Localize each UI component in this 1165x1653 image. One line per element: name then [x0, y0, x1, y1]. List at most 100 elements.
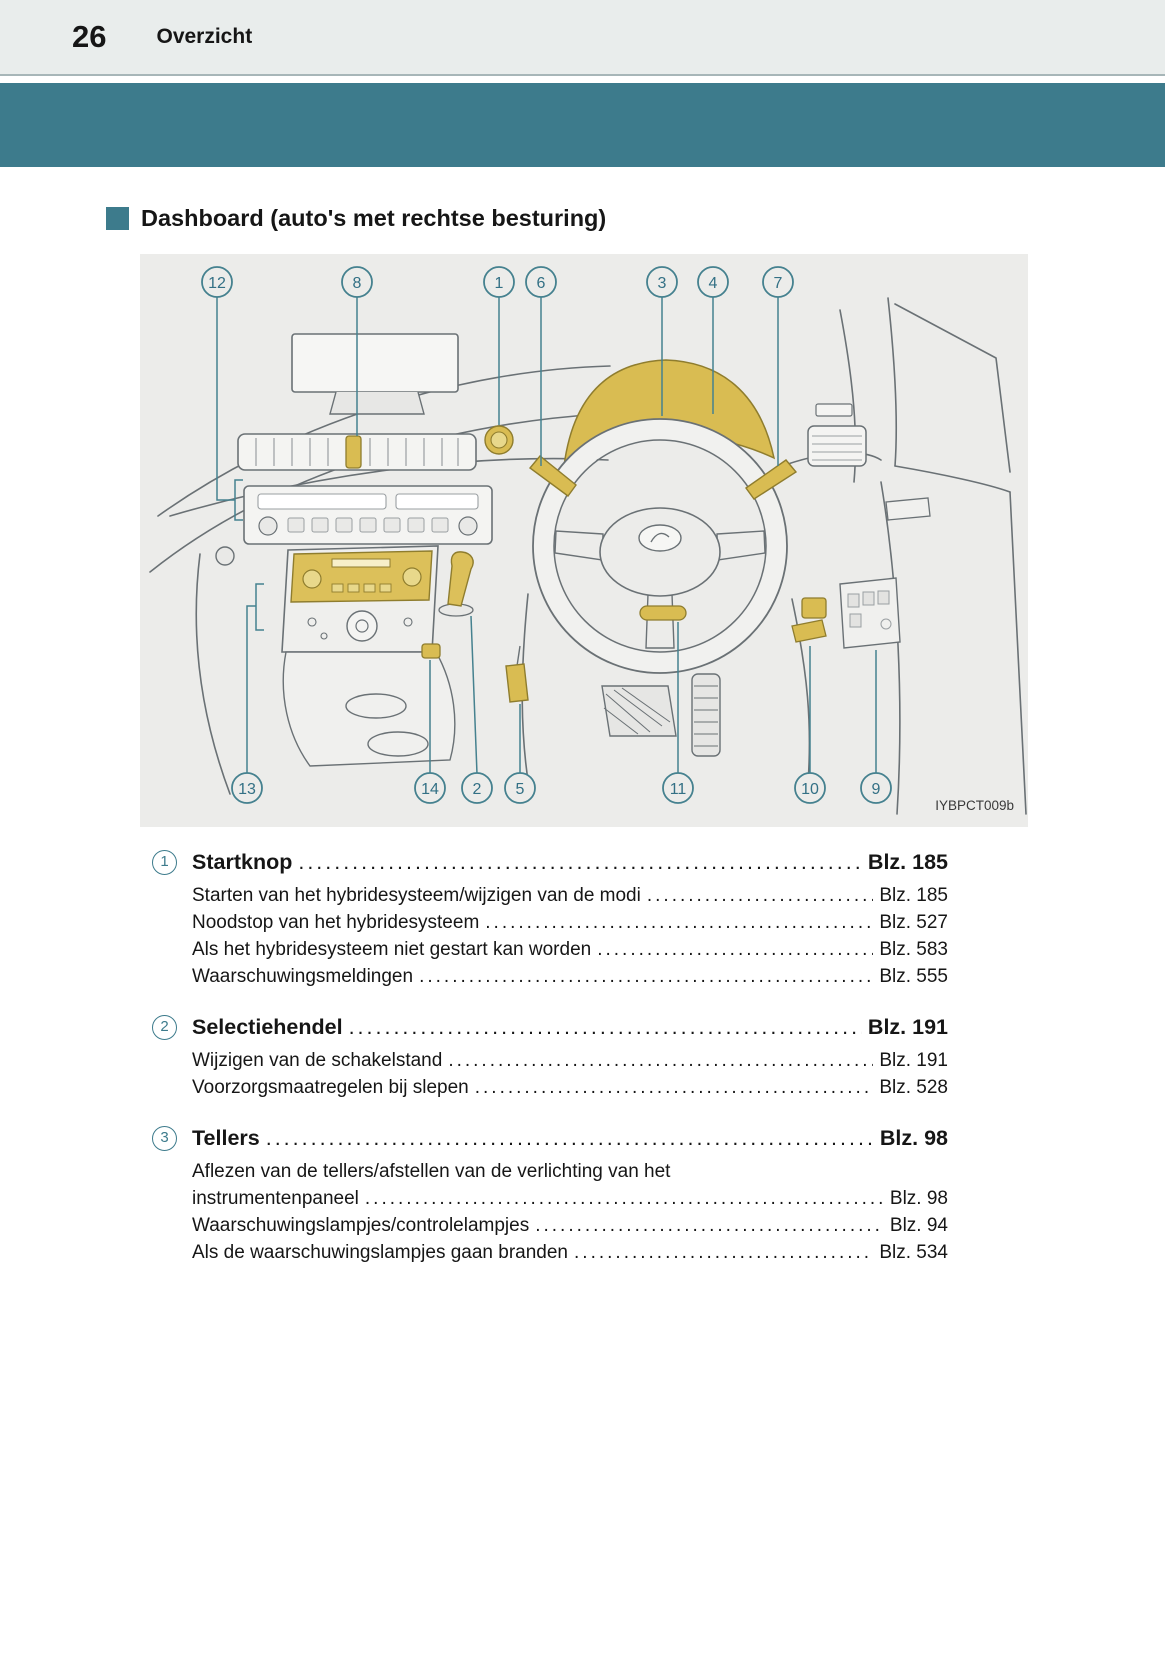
callout-leader-lines — [216, 294, 877, 775]
subentry-page-reference: Blz. 94 — [889, 1215, 948, 1236]
chapter-color-band — [0, 83, 1165, 167]
audio-unit-highlight — [290, 550, 433, 603]
subentry-page-reference: Blz. 534 — [879, 1242, 948, 1263]
callout-8: 8 — [353, 275, 362, 292]
subentry-row: Als het hybridesysteem niet gestart kan … — [192, 936, 948, 963]
subentry-page-reference: Blz. 527 — [879, 912, 948, 933]
dot-leader — [448, 1047, 873, 1074]
steering-wheel — [532, 418, 788, 674]
subentry-page-reference: Blz. 555 — [879, 966, 948, 987]
subentry-page-reference: Blz. 191 — [879, 1050, 948, 1071]
figure-index: 1 Startknop Blz. 185 Starten van het hyb… — [152, 847, 948, 1266]
brand-emblem-icon — [638, 524, 682, 552]
entry-number-badge: 2 — [152, 1014, 177, 1040]
subentry-row: Waarschuwingsmeldingen Blz. 555 — [192, 963, 948, 990]
entry-title: Selectiehendel — [192, 1015, 343, 1039]
subentry-text: Waarschuwingsmeldingen — [192, 966, 414, 987]
section-heading: Dashboard (auto's met rechtse besturing) — [106, 205, 1165, 232]
subentry-text-wrap-line: Aflezen van de tellers/afstellen van de … — [192, 1161, 671, 1182]
callout-9: 9 — [872, 781, 881, 798]
callout-10: 10 — [801, 781, 819, 798]
subentry-row: Wijzigen van de schakelstand Blz. 191 — [192, 1047, 948, 1074]
column-switch-highlight — [639, 605, 687, 621]
parking-brake-highlight — [505, 645, 529, 703]
entry-page-reference: Blz. 191 — [867, 1015, 948, 1039]
right-stalk-highlight — [745, 459, 798, 500]
dot-leader — [574, 1239, 873, 1266]
callout-12: 12 — [208, 275, 226, 292]
dot-leader — [419, 963, 873, 990]
climate-control-panel — [243, 485, 493, 545]
mirror-switch-highlight — [801, 597, 827, 619]
entry-main-row: 3 Tellers Blz. 98 — [152, 1123, 948, 1153]
chapter-title: Overzicht — [156, 25, 253, 48]
callout-4: 4 — [709, 275, 718, 292]
entry-page-reference: Blz. 185 — [867, 850, 948, 874]
callout-11: 11 — [670, 781, 687, 798]
multimedia-display — [291, 333, 459, 415]
dashboard-figure: 12 8 1 6 3 4 7 13 14 2 5 11 10 9 IYBPCT0… — [140, 254, 1028, 827]
page-number: 26 — [72, 19, 107, 54]
subentries: Wijzigen van de schakelstand Blz. 191 Vo… — [192, 1047, 948, 1101]
subentry-row: instrumentenpaneel Blz. 98 — [192, 1185, 948, 1212]
subentry-page-reference: Blz. 528 — [879, 1077, 948, 1098]
subentry-text: Voorzorgsmaatregelen bij slepen — [192, 1077, 469, 1098]
entry-title: Tellers — [192, 1126, 260, 1150]
gear-shift-lever — [438, 551, 474, 617]
door-handle — [885, 497, 931, 521]
dot-leader — [475, 1074, 874, 1101]
window-switch-panel — [839, 577, 901, 649]
subentry-text: instrumentenpaneel — [192, 1188, 359, 1209]
subentry-page-reference: Blz. 98 — [889, 1188, 948, 1209]
pedals — [601, 673, 721, 757]
subentries: Starten van het hybridesysteem/wijzigen … — [192, 882, 948, 990]
entry-main-row: 1 Startknop Blz. 185 — [152, 847, 948, 877]
callout-14: 14 — [421, 781, 439, 798]
subentry-page-reference: Blz. 583 — [879, 939, 948, 960]
entry-title: Startknop — [192, 850, 293, 874]
lower-console — [215, 546, 456, 767]
subentry-row: Voorzorgsmaatregelen bij slepen Blz. 528 — [192, 1074, 948, 1101]
dot-leader — [597, 936, 873, 963]
dot-leader — [349, 1012, 862, 1042]
callout-1: 1 — [495, 275, 504, 292]
subentry-row: Waarschuwingslampjes/controlelampjes Blz… — [192, 1212, 948, 1239]
callout-13: 13 — [238, 781, 256, 798]
callout-2: 2 — [473, 781, 482, 798]
figure-caption: IYBPCT009b — [935, 798, 1014, 813]
section-bullet-icon — [106, 207, 129, 230]
dot-leader — [365, 1185, 884, 1212]
subentry-row: Starten van het hybridesysteem/wijzigen … — [192, 882, 948, 909]
entry-number-badge: 1 — [152, 849, 177, 875]
console-button-highlight — [421, 643, 441, 659]
center-air-vents — [237, 433, 477, 471]
dot-leader — [535, 1212, 884, 1239]
dashboard-illustration: 12 8 1 6 3 4 7 13 14 2 5 11 10 9 IYBPCT0… — [140, 254, 1028, 827]
entry-number-badge: 3 — [152, 1125, 177, 1151]
index-entry-startknop: 1 Startknop Blz. 185 Starten van het hyb… — [152, 847, 948, 990]
right-side-panel — [791, 403, 931, 649]
section-title: Dashboard (auto's met rechtse besturing) — [141, 205, 607, 231]
callout-5: 5 — [516, 781, 525, 798]
start-button-highlight — [484, 425, 514, 455]
callout-6: 6 — [537, 275, 546, 292]
dot-leader — [485, 909, 873, 936]
callouts-top: 12 8 1 6 3 4 7 — [201, 266, 794, 298]
dot-leader — [266, 1123, 874, 1153]
subentry-text: Noodstop van het hybridesysteem — [192, 912, 480, 933]
subentries: Aflezen van de tellers/afstellen van de … — [192, 1158, 948, 1266]
dot-leader — [298, 847, 862, 877]
entry-main-row: 2 Selectiehendel Blz. 191 — [152, 1012, 948, 1042]
subentry-row: Als de waarschuwingslampjes gaan branden… — [192, 1239, 948, 1266]
callouts-bottom: 13 14 2 5 11 10 9 — [231, 772, 892, 804]
subentry-page-reference: Blz. 185 — [879, 885, 948, 906]
vent-control-highlight — [345, 435, 362, 469]
subentry-text: Wijzigen van de schakelstand — [192, 1050, 443, 1071]
subentry-text: Als de waarschuwingslampjes gaan branden — [192, 1242, 569, 1263]
index-entry-selectiehendel: 2 Selectiehendel Blz. 191 Wijzigen van d… — [152, 1012, 948, 1101]
dot-leader — [647, 882, 873, 909]
center-console-stack — [281, 545, 439, 653]
subentry-text: Waarschuwingslampjes/controlelampjes — [192, 1215, 530, 1236]
page-header: 26 Overzicht — [0, 0, 1165, 76]
subentry-row: Noodstop van het hybridesysteem Blz. 527 — [192, 909, 948, 936]
